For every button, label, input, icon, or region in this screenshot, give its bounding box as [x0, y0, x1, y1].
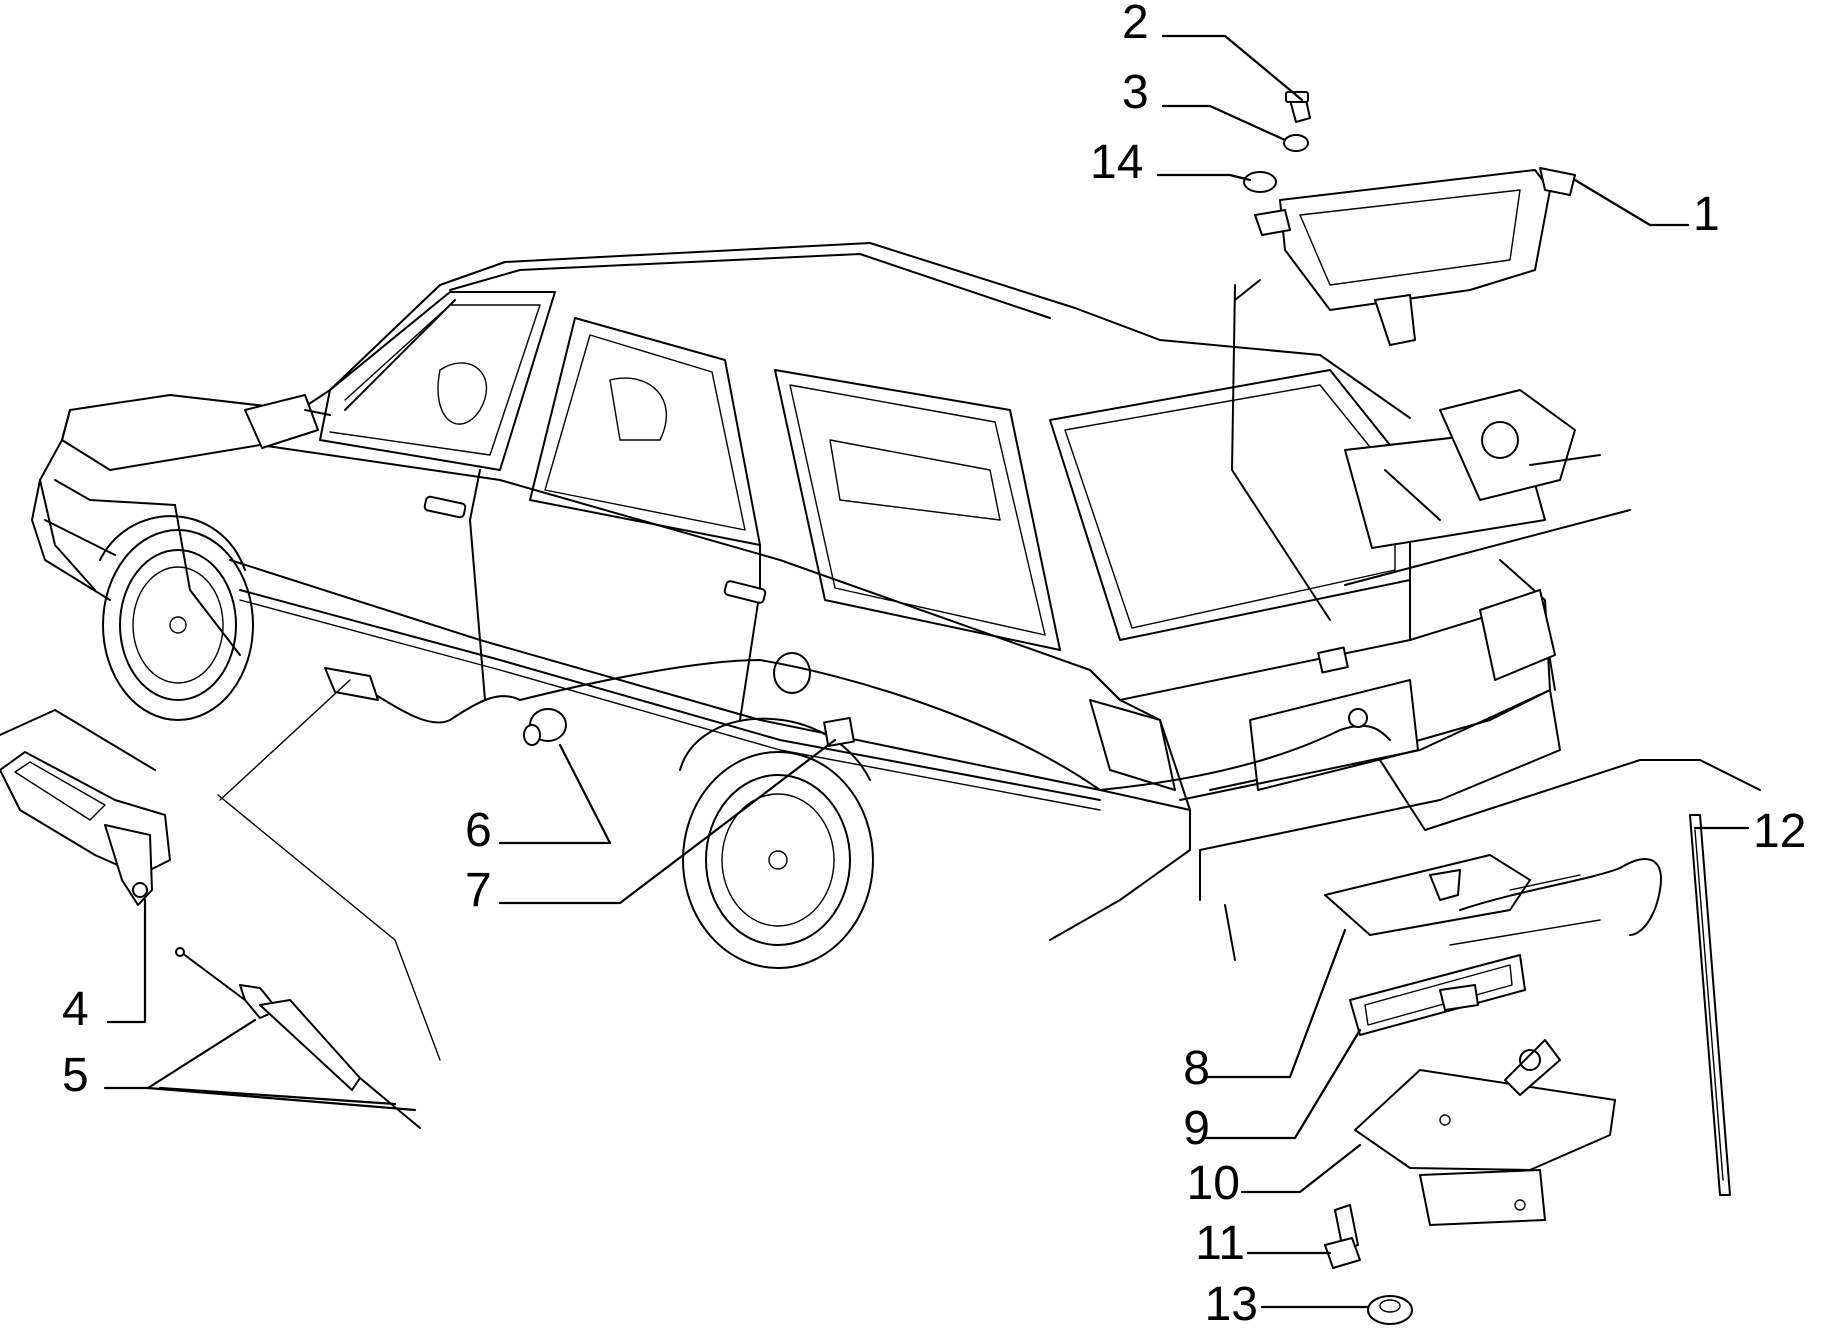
part-11-bolt — [1324, 1204, 1361, 1269]
callout-13: 13 — [1205, 1278, 1258, 1331]
callout-1: 1 — [1693, 188, 1720, 241]
callout-6: 6 — [465, 804, 492, 857]
part-14-washer — [1243, 171, 1277, 193]
part-12-wiper-blade — [1689, 814, 1731, 1196]
car-illustration — [31, 242, 1631, 969]
callout-8: 8 — [1183, 1042, 1210, 1095]
callout-2: 2 — [1122, 0, 1149, 49]
part-9-handle — [1349, 954, 1526, 1036]
callout-5: 5 — [62, 1049, 89, 1102]
part-8-latch-plate — [1324, 854, 1662, 946]
part-6-grommet — [523, 708, 567, 746]
callout-7: 7 — [465, 864, 492, 917]
part-1-tray — [1234, 167, 1576, 346]
front-wheel — [99, 515, 254, 721]
wiper-motor — [1344, 389, 1601, 549]
part-2-screw — [1285, 91, 1311, 123]
part-13-nut — [1367, 1295, 1413, 1325]
part-10-lock — [1354, 1039, 1616, 1226]
callout-10: 10 — [1187, 1157, 1240, 1210]
callout-11: 11 — [1195, 1217, 1245, 1270]
callout-12: 12 — [1753, 805, 1806, 858]
part-4-release-lever — [0, 751, 171, 906]
part-3-washer — [1283, 134, 1309, 152]
callout-9: 9 — [1183, 1102, 1210, 1155]
callout-3: 3 — [1122, 66, 1149, 119]
callout-4: 4 — [62, 983, 89, 1036]
part-5-cable — [175, 947, 421, 1129]
callout-labels: 1 2 3 14 4 5 6 7 8 9 10 11 12 13 — [62, 0, 1806, 1331]
rear-wheel — [679, 717, 874, 969]
leader-lines — [103, 34, 1750, 1309]
callout-14: 14 — [1090, 136, 1143, 189]
